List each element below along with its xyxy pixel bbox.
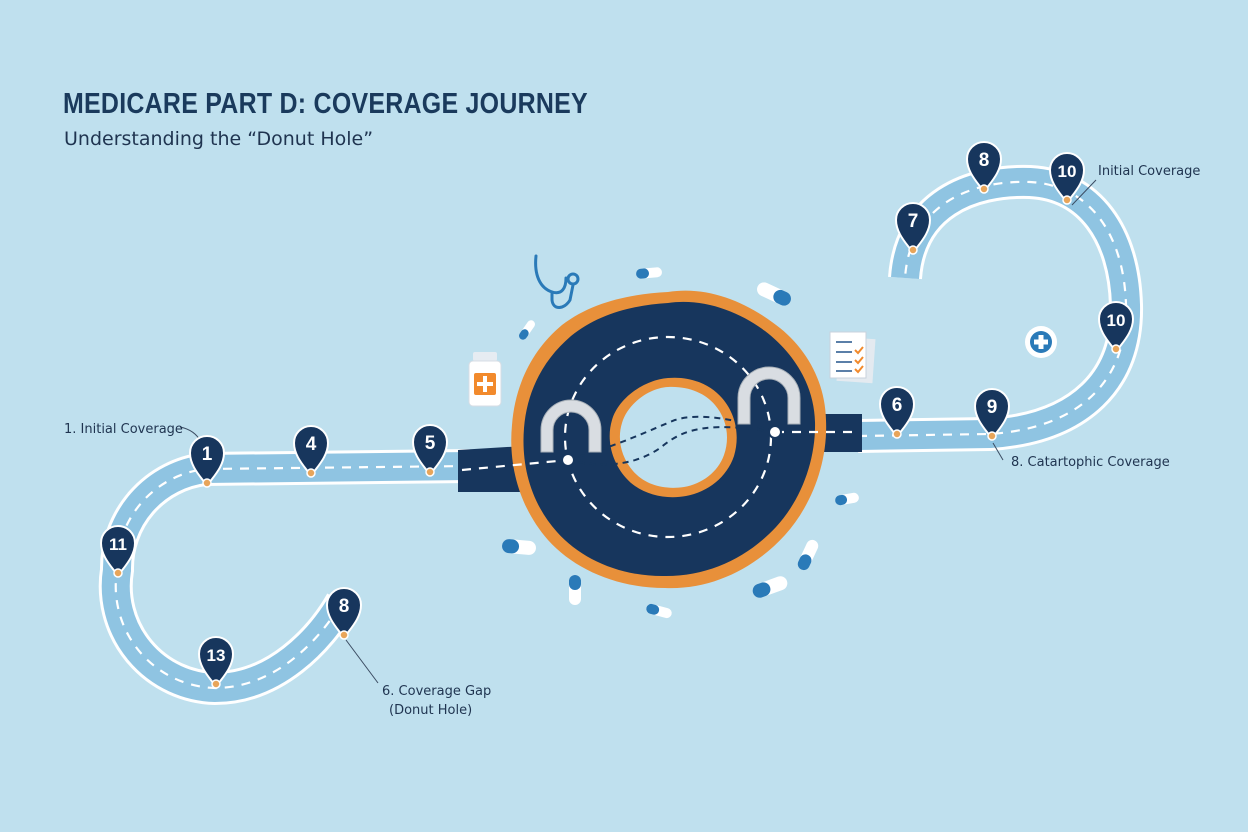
tunnel-left	[540, 399, 602, 453]
label-donut-hole: (Donut Hole)	[389, 703, 473, 718]
milestone-marker: 7	[894, 202, 932, 255]
label-initial-coverage-left: 1. Initial Coverage	[64, 422, 183, 437]
stethoscope-icon	[534, 254, 580, 309]
label-coverage-gap: 6. Coverage Gap	[382, 684, 492, 699]
milestone-marker: 13	[197, 636, 235, 689]
milestone-marker-number: 10	[1107, 311, 1126, 330]
leader-lines	[179, 179, 1097, 684]
milestone-marker-number: 13	[207, 646, 226, 665]
milestone-marker: 10	[1097, 301, 1135, 354]
medicine-bottle-icon	[468, 352, 502, 407]
milestone-marker-number: 8	[979, 150, 990, 171]
milestone-marker-number: 10	[1058, 162, 1077, 181]
milestone-marker-number: 1	[202, 444, 213, 465]
right-road	[857, 164, 1144, 453]
milestone-marker: 11	[99, 525, 137, 578]
milestone-marker-number: 11	[109, 535, 127, 554]
milestone-marker: 1	[188, 435, 226, 488]
checklist-icon	[829, 331, 876, 384]
milestone-marker: 10	[1048, 152, 1086, 205]
milestone-marker-number: 6	[892, 395, 903, 416]
medical-cross-icon	[1025, 326, 1057, 358]
milestone-marker: 9	[973, 388, 1011, 441]
pill-icon	[502, 267, 859, 619]
milestone-marker: 5	[411, 424, 449, 477]
left-road	[98, 449, 471, 706]
label-catastrophic-coverage: 8. Catartophic Coverage	[1011, 455, 1170, 470]
milestone-marker: 8	[325, 587, 363, 640]
milestone-marker: 8	[965, 141, 1003, 194]
milestone-marker-number: 8	[339, 596, 350, 617]
milestone-marker-number: 9	[987, 397, 998, 418]
page-title: MEDICARE PART D: COVERAGE JOURNEY	[63, 88, 588, 120]
milestone-markers: 1 4 5 11 13 8 7 8 10 10 6 9	[99, 141, 1135, 689]
milestone-marker-number: 4	[306, 434, 317, 455]
milestone-marker: 4	[292, 425, 330, 478]
milestone-marker-number: 5	[425, 433, 436, 454]
milestone-marker-number: 7	[908, 211, 919, 232]
page-subtitle: Understanding the “Donut Hole”	[64, 128, 374, 150]
milestone-marker: 6	[878, 386, 916, 439]
donut-hole	[458, 290, 862, 589]
label-initial-coverage-right: Initial Coverage	[1098, 164, 1201, 179]
tunnel-right	[737, 366, 801, 425]
